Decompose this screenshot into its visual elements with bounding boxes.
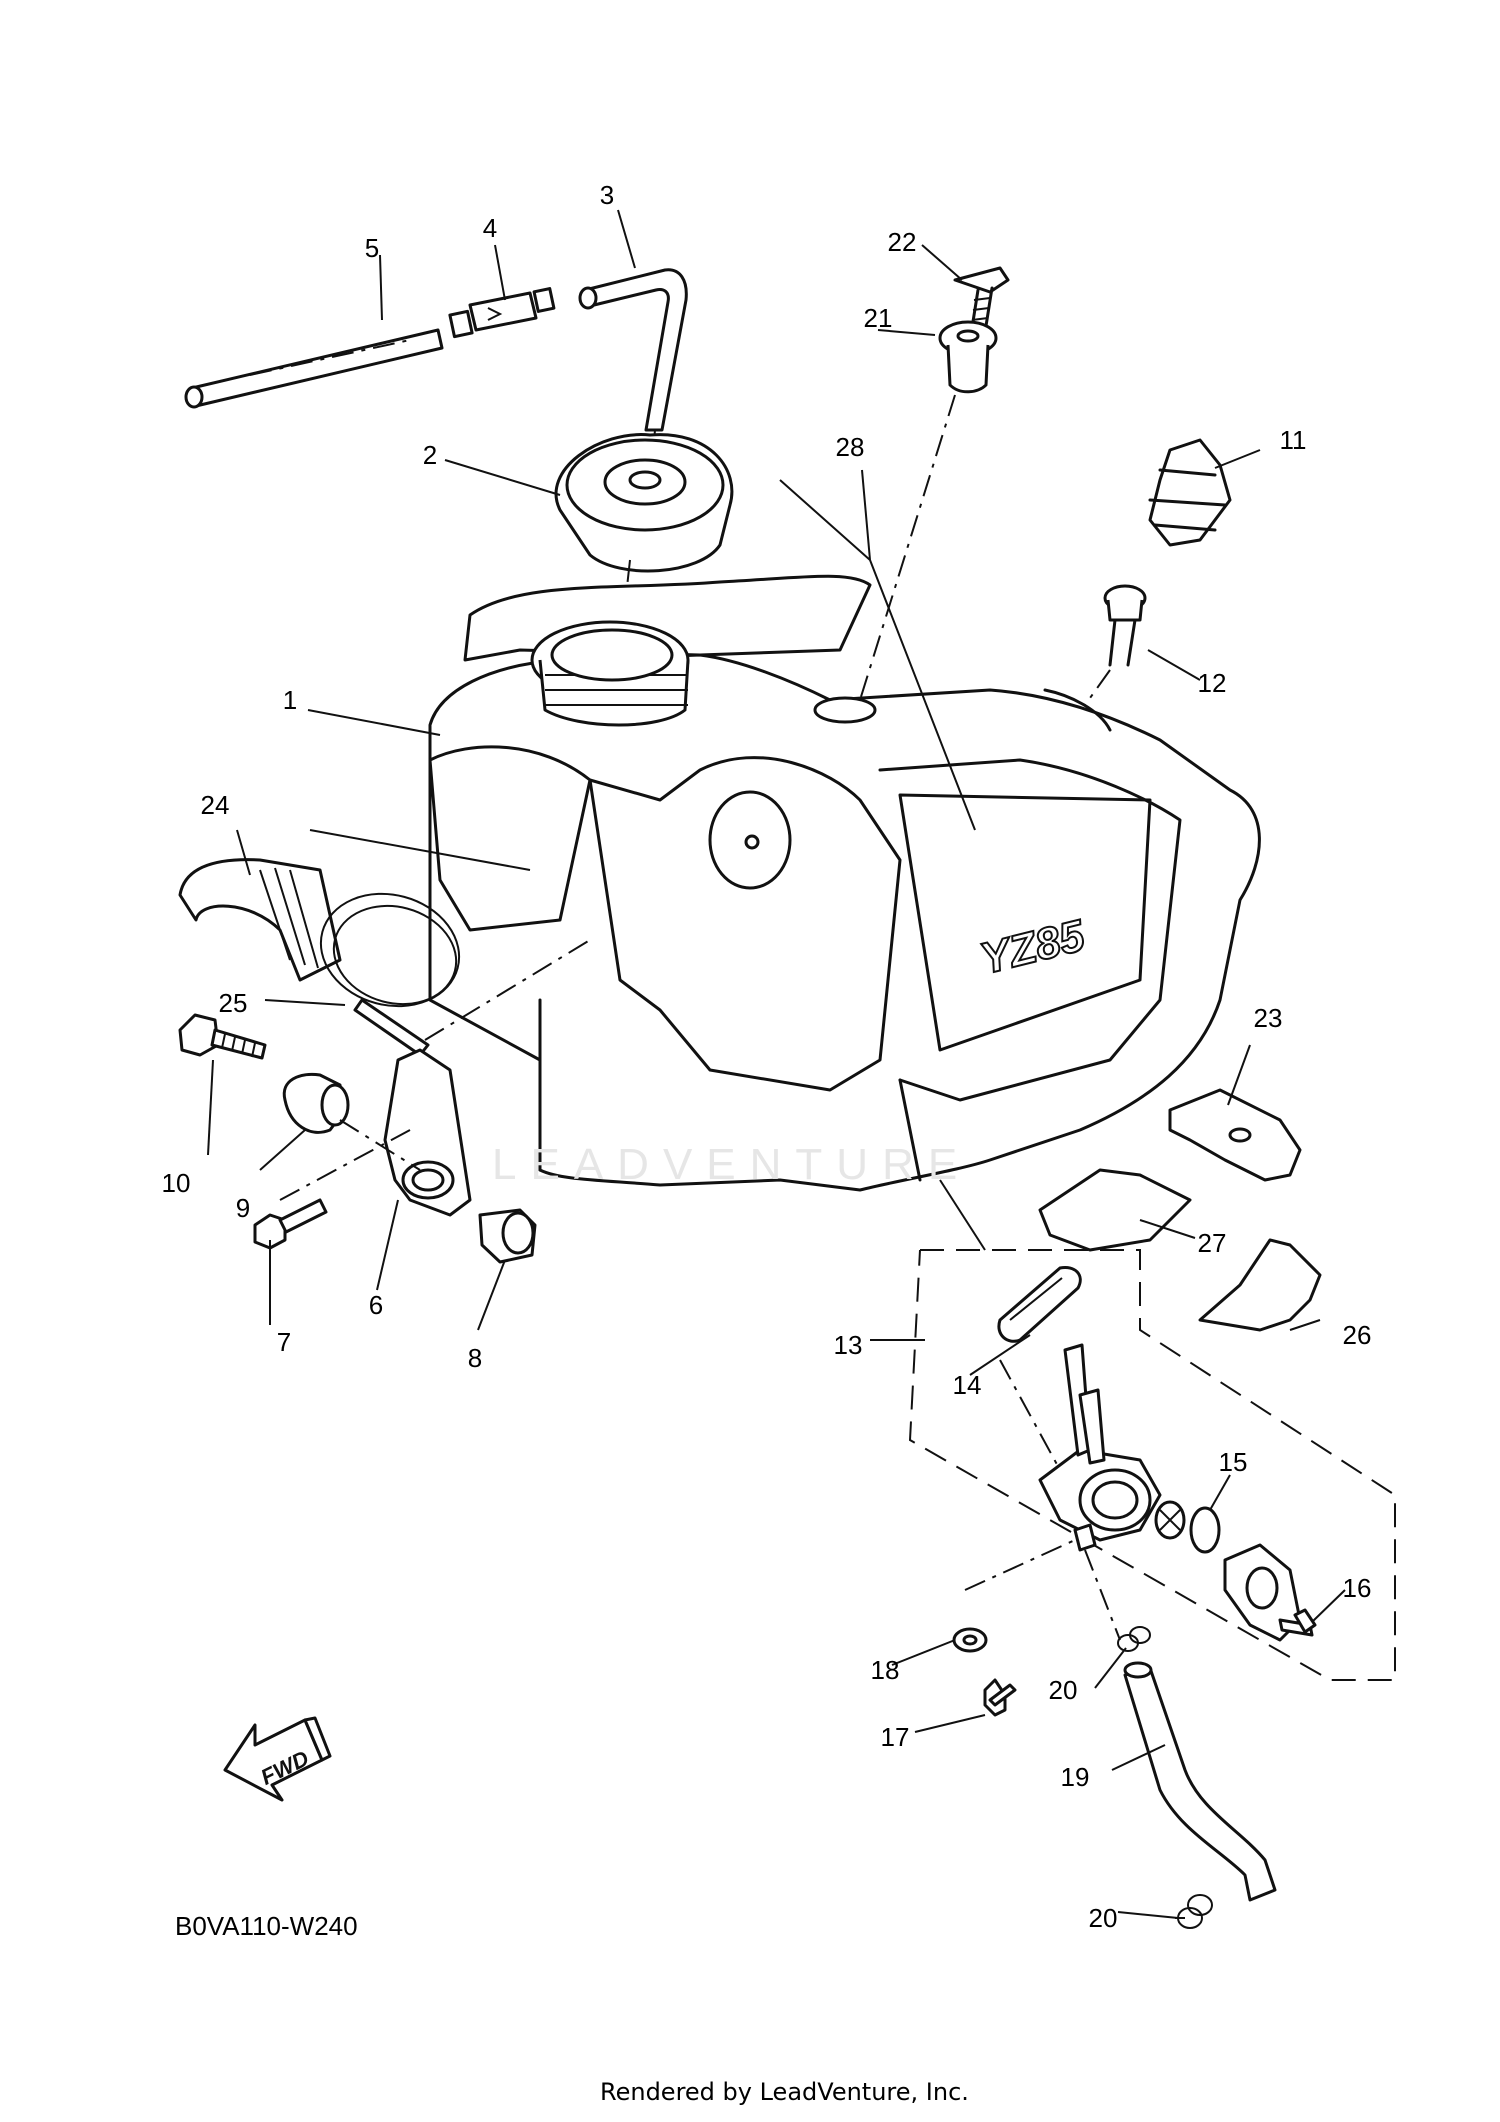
part-9-damper	[282, 1072, 350, 1134]
part-25-band	[319, 892, 461, 1057]
part-17-screw	[983, 1678, 1017, 1717]
part-label-27: 27	[1197, 1228, 1227, 1258]
part-label-26: 26	[1342, 1320, 1372, 1350]
part-6-bracket	[279, 939, 591, 1217]
part-12-bolt	[1084, 584, 1147, 706]
part-label-28: 28	[835, 432, 865, 462]
part-label-19: 19	[1060, 1762, 1090, 1792]
part-7-bolt	[253, 1198, 328, 1250]
part-label-12: 12	[1197, 668, 1227, 698]
leader-lines	[207, 209, 1346, 1919]
part-label-14: 14	[952, 1370, 982, 1400]
part-16-lever-screw	[1223, 1543, 1317, 1642]
part-label-16: 16	[1342, 1573, 1372, 1603]
part-label-13: 13	[833, 1330, 863, 1360]
part-27-plate	[1038, 1168, 1192, 1252]
part-22-screw	[953, 266, 1010, 330]
fuel-cock-body	[999, 1343, 1162, 1552]
part-label-11: 11	[1279, 425, 1307, 455]
part-label-22: 22	[887, 227, 917, 257]
part-15-o-ring	[1154, 1500, 1221, 1554]
part-4-check-valve	[448, 287, 556, 339]
part-26-plate	[1198, 1238, 1322, 1332]
part-23-bracket	[1168, 1088, 1302, 1182]
part-label-20-lower: 20	[1088, 1903, 1118, 1933]
part-label-15: 15	[1218, 1447, 1248, 1477]
part-label-8: 8	[467, 1343, 483, 1373]
fwd-arrow-icon: FWD	[223, 1716, 332, 1802]
render-credit: Rendered by LeadVenture, Inc.	[600, 2078, 969, 2106]
part-20-clip-lower	[1175, 1894, 1213, 1929]
part-label-25: 25	[218, 988, 248, 1018]
part-14-gasket	[997, 1265, 1082, 1343]
part-21-grommet	[859, 320, 998, 701]
part-13-assembly-frame	[908, 1179, 1396, 1681]
part-label-7: 7	[276, 1327, 292, 1357]
part-label-1: 1	[282, 685, 298, 715]
part-label-2: 2	[422, 440, 438, 470]
part-5-breather-hose	[184, 328, 444, 409]
part-18-washer	[952, 1539, 1076, 1653]
part-label-21: 21	[863, 303, 893, 333]
part-label-5: 5	[364, 233, 380, 263]
part-label-6: 6	[368, 1290, 384, 1320]
part-20-clip-upper	[1084, 1549, 1151, 1652]
part-8-collar	[478, 1208, 537, 1264]
part-11-clamp	[1148, 438, 1232, 547]
part-19-fuel-hose	[1123, 1661, 1277, 1902]
part-24-damper-strip	[178, 829, 531, 982]
part-10-bolt	[178, 1013, 267, 1060]
part-label-9: 9	[235, 1193, 251, 1223]
part-label-3: 3	[599, 180, 615, 210]
part-label-24: 24	[200, 790, 230, 820]
part-label-17: 17	[880, 1722, 910, 1752]
part-1-fuel-tank: YZ85	[428, 620, 1261, 1192]
part-label-4: 4	[482, 213, 498, 243]
part-label-10: 10	[161, 1168, 191, 1198]
diagram-code: B0VA110-W240	[175, 1911, 358, 1941]
watermark-text: LEADVENTURE	[492, 1140, 972, 1189]
part-label-23: 23	[1253, 1003, 1283, 1033]
part-label-20-upper: 20	[1048, 1675, 1078, 1705]
part-2-fuel-cap	[554, 433, 734, 651]
part-label-18: 18	[870, 1655, 900, 1685]
